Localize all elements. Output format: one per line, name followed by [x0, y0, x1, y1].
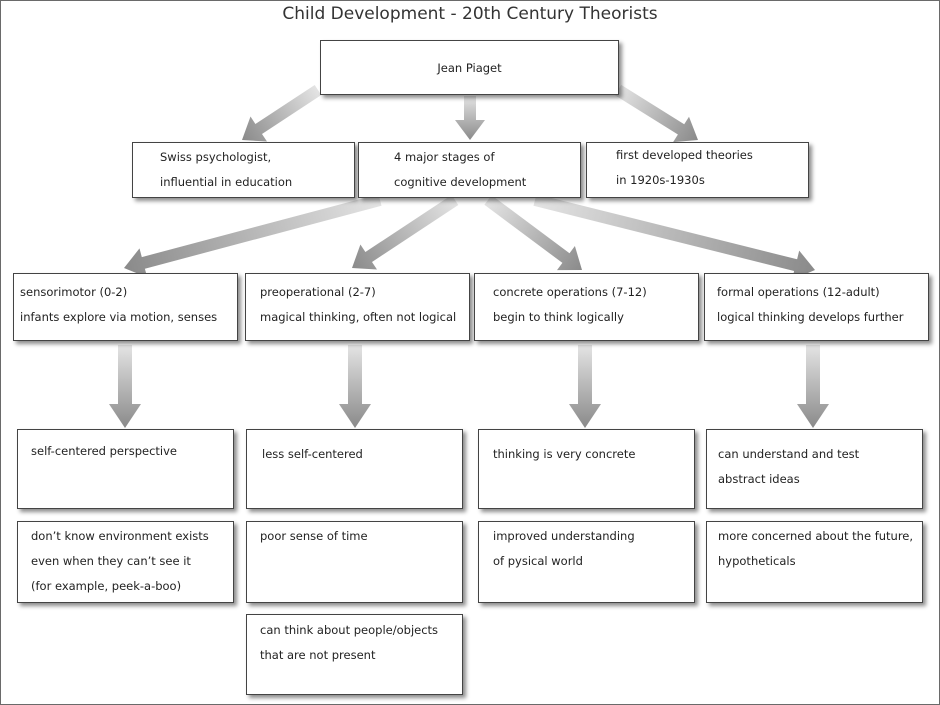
- detail-line: that are not present: [260, 648, 376, 662]
- arrow-root-to-stages-summary: [455, 96, 485, 140]
- node-line: 4 major stages of: [394, 150, 495, 164]
- stage-concrete-operations: concrete operations (7-12) begin to thin…: [474, 273, 699, 341]
- detail-poor-sense-of-time: poor sense of time: [246, 521, 463, 603]
- stage-name: preoperational (2-7): [260, 285, 376, 299]
- detail-object-permanence: don’t know environment exists even when …: [17, 521, 234, 603]
- stage-preoperational: preoperational (2-7) magical thinking, o…: [245, 273, 470, 341]
- detail-future-hypotheticals: more concerned about the future, hypothe…: [706, 521, 923, 603]
- arrow-summary-to-concrete: [484, 195, 582, 271]
- arrow-sensorimotor-down: [109, 345, 141, 428]
- node-four-major-stages: 4 major stages of cognitive development: [358, 142, 581, 198]
- detail-line: hypotheticals: [718, 554, 796, 568]
- detail-line: less self-centered: [262, 447, 363, 461]
- diagram-title: Child Development - 20th Century Theoris…: [282, 4, 658, 24]
- detail-self-centered-perspective: self-centered perspective: [17, 429, 234, 509]
- detail-line: self-centered perspective: [31, 444, 177, 458]
- detail-line: can think about people/objects: [260, 623, 439, 637]
- detail-line: even when they can’t see it: [31, 554, 191, 568]
- detail-line: abstract ideas: [718, 472, 800, 486]
- root-label: Jean Piaget: [437, 61, 502, 75]
- stage-description: magical thinking, often not logical: [260, 310, 457, 324]
- detail-line: don’t know environment exists: [31, 529, 209, 543]
- detail-abstract-ideas: can understand and test abstract ideas: [706, 429, 923, 509]
- node-line: in 1920s-1930s: [616, 173, 705, 187]
- stage-formal-operations: formal operations (12-adult) logical thi…: [704, 273, 929, 341]
- stage-description: begin to think logically: [493, 310, 624, 324]
- node-first-developed-theories: first developed theories in 1920s-1930s: [586, 142, 809, 198]
- arrow-root-to-first-developed: [614, 84, 698, 143]
- node-swiss-psychologist: Swiss psychologist, influential in educa…: [132, 142, 355, 198]
- detail-line: of pysical world: [493, 554, 583, 568]
- stage-description: logical thinking develops further: [717, 310, 904, 324]
- arrow-root-to-swiss: [242, 85, 322, 142]
- arrow-preoperational-down: [339, 345, 371, 428]
- arrow-concrete-down: [569, 345, 601, 428]
- detail-improved-understanding: improved understanding of pysical world: [478, 521, 695, 603]
- node-line: influential in education: [160, 175, 293, 189]
- detail-think-about-absent-objects: can think about people/objects that are …: [246, 614, 463, 695]
- detail-line: improved understanding: [493, 529, 635, 543]
- stage-name: formal operations (12-adult): [717, 285, 880, 299]
- detail-line: poor sense of time: [260, 529, 368, 543]
- stage-description: infants explore via motion, senses: [20, 310, 218, 324]
- detail-line: thinking is very concrete: [493, 447, 636, 461]
- detail-less-self-centered: less self-centered: [246, 429, 463, 509]
- detail-line: more concerned about the future,: [718, 529, 914, 543]
- node-line: Swiss psychologist,: [160, 150, 272, 164]
- detail-thinking-very-concrete: thinking is very concrete: [478, 429, 695, 509]
- arrow-summary-to-sensorimotor: [124, 194, 382, 278]
- node-line: cognitive development: [394, 175, 527, 189]
- root-node-jean-piaget: Jean Piaget: [320, 40, 619, 95]
- arrow-summary-to-preoperational: [352, 195, 459, 270]
- arrow-formal-down: [797, 345, 829, 428]
- arrow-summary-to-formal: [533, 194, 815, 280]
- node-line: first developed theories: [616, 148, 753, 162]
- stage-name: sensorimotor (0-2): [20, 285, 128, 299]
- stage-name: concrete operations (7-12): [493, 285, 647, 299]
- detail-line: (for example, peek-a-boo): [31, 579, 182, 593]
- detail-line: can understand and test: [718, 447, 860, 461]
- stage-sensorimotor: sensorimotor (0-2) infants explore via m…: [13, 273, 238, 341]
